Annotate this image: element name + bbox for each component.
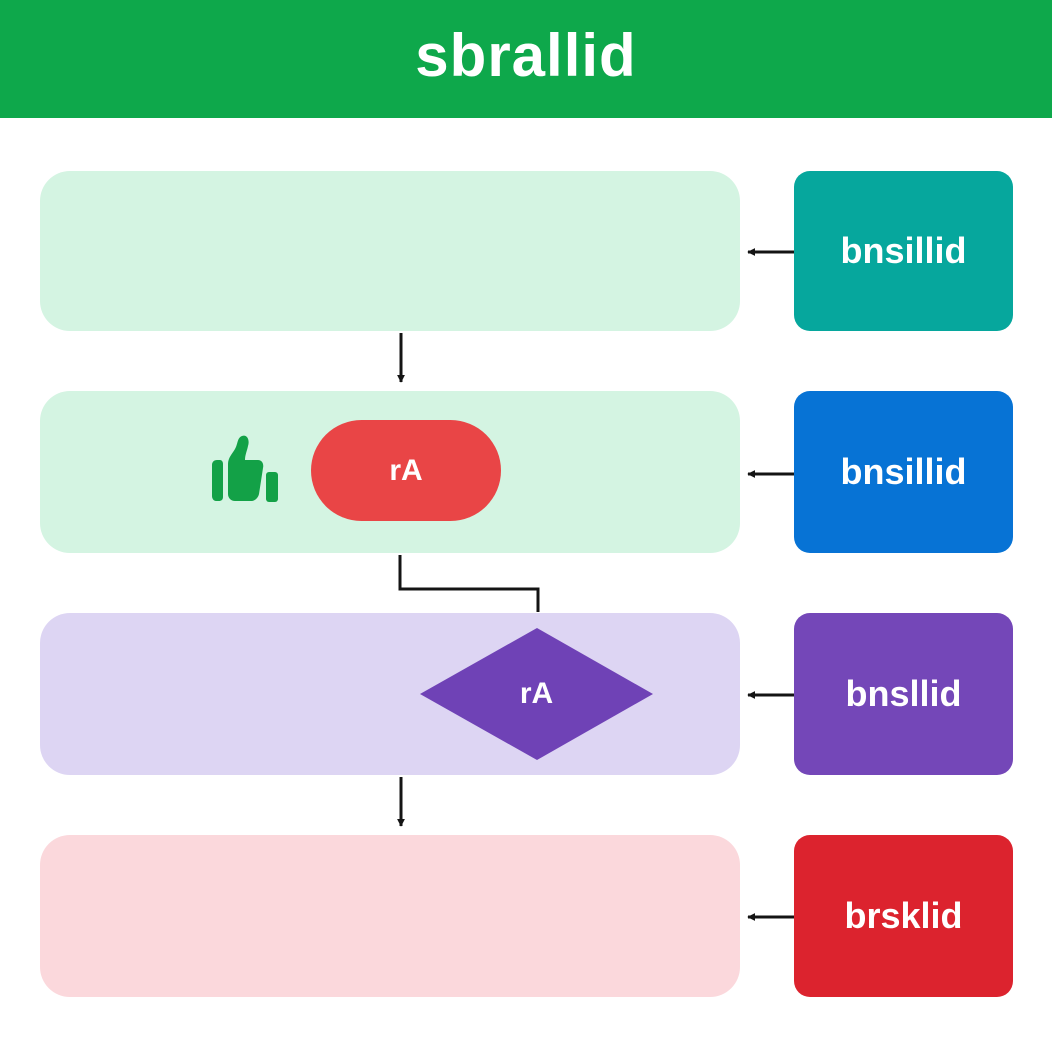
lane-1 — [40, 171, 740, 331]
decision-diamond-label-box: rA — [420, 628, 653, 760]
decision-diamond — [420, 628, 653, 760]
tag-box-1: bnsillid — [794, 171, 1013, 331]
process-pill-label: rA — [389, 453, 423, 487]
tag-label: bnsillid — [840, 230, 967, 271]
tag-label: brsklid — [844, 895, 963, 936]
tag-label: bnsllid — [845, 673, 962, 714]
tag-box-3: bnsllid — [794, 613, 1013, 775]
decision-diamond-label: rA — [519, 677, 554, 710]
elbow-connector-lane2-to-diamond — [398, 555, 540, 612]
tag-box-2: bnsillid — [794, 391, 1013, 553]
lane-4 — [40, 835, 740, 997]
thumbs-up-icon — [212, 435, 278, 502]
header-banner: sbrallid — [0, 0, 1052, 118]
tag-label: bnsillid — [840, 451, 967, 492]
tag-box-4: brsklid — [794, 835, 1013, 997]
header-title: sbrallid — [415, 22, 637, 89]
process-pill: rA — [311, 420, 501, 521]
